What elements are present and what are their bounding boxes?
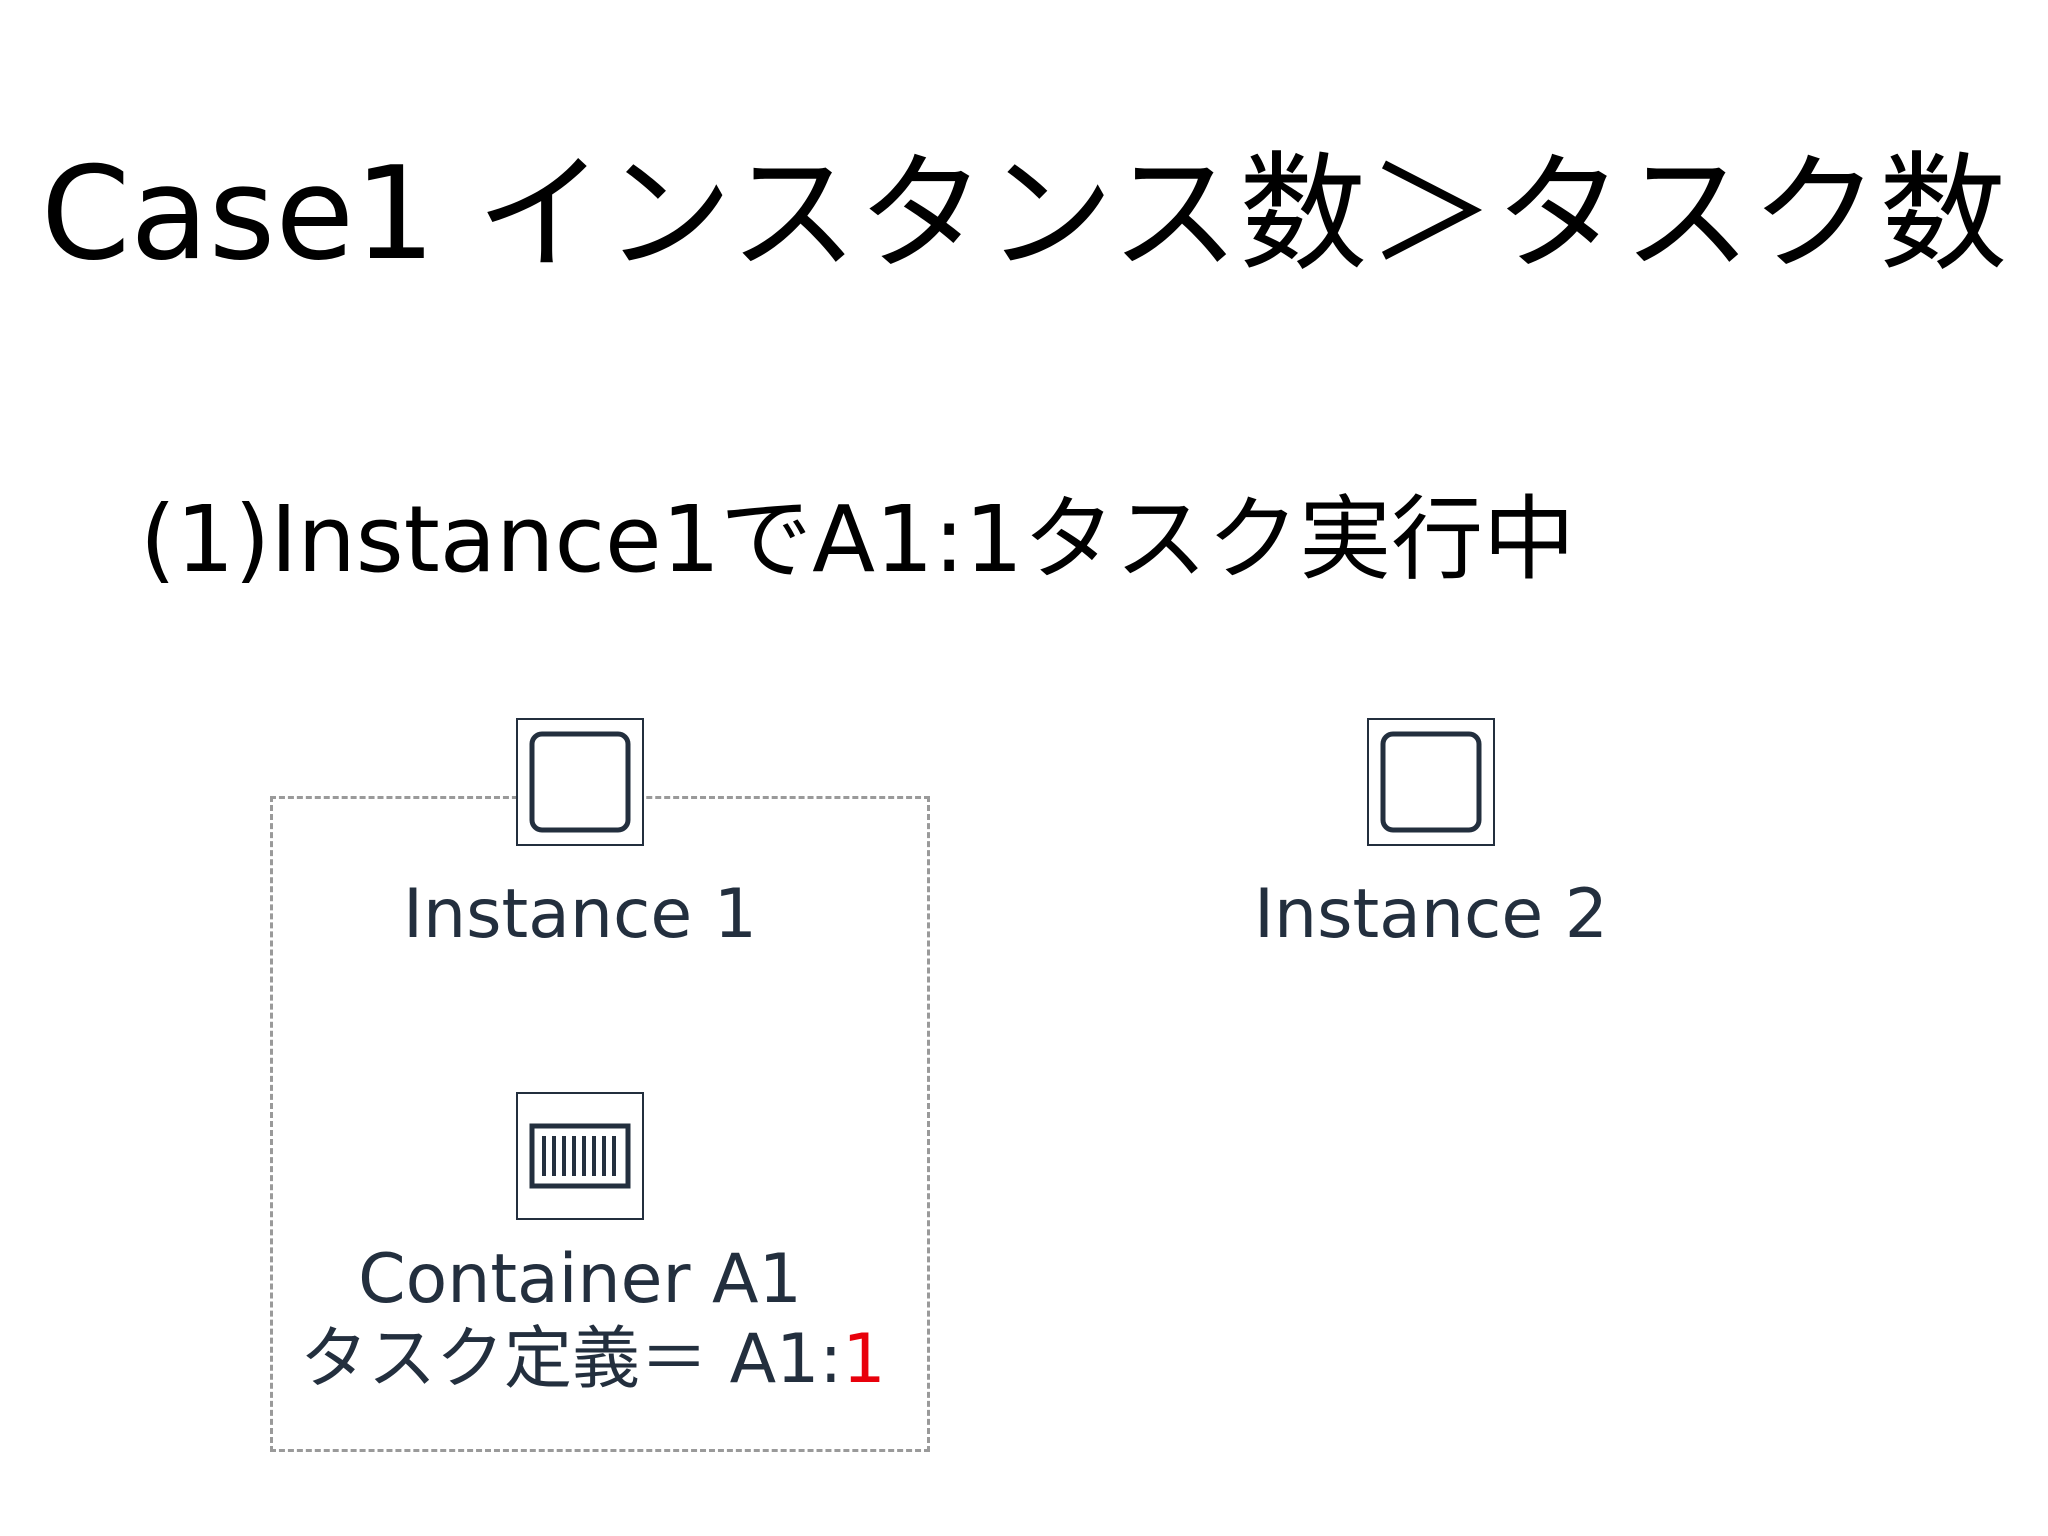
container-a1-label: Container A1 xyxy=(358,1240,802,1319)
instance-1-label: Instance 1 xyxy=(402,875,758,954)
task-definition-label: タスク定義＝ A1:1 xyxy=(300,1320,886,1400)
ec2-instance-icon xyxy=(1367,718,1495,846)
ec2-instance-icon xyxy=(516,718,644,846)
slide-subtitle: (1)Instance1でA1:1タスク実行中 xyxy=(140,486,1576,593)
slide-title: Case1 インスタンス数＞タスク数 xyxy=(40,140,2008,289)
task-definition-revision: 1 xyxy=(842,1320,886,1399)
instance-2-label: Instance 2 xyxy=(1253,875,1609,954)
container-icon xyxy=(516,1092,644,1220)
task-definition-prefix: タスク定義＝ A1: xyxy=(300,1320,843,1399)
